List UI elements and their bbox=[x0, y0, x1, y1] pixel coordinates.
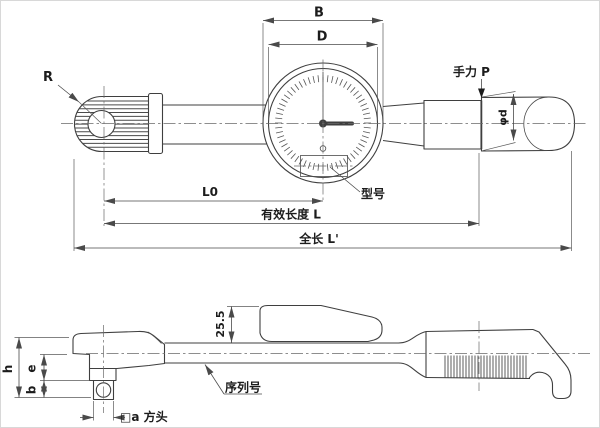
dim-square-head: □a 方头 bbox=[80, 401, 168, 424]
radius-callout: R bbox=[43, 70, 102, 124]
drive-boss bbox=[88, 367, 117, 382]
hand-force-callout: 手力 P bbox=[453, 64, 490, 98]
dim-overall-length: 全长 L' bbox=[73, 151, 572, 251]
dim-label-d: D bbox=[317, 30, 328, 45]
model-callout: 型号 bbox=[329, 166, 385, 201]
drive-head-side bbox=[72, 330, 166, 401]
beam-bottom-right bbox=[382, 139, 425, 147]
dim-L0: L0 bbox=[104, 185, 323, 204]
dial-scale-ticks bbox=[275, 75, 371, 171]
dim-label-25-5: 25.5 bbox=[214, 310, 227, 337]
beam-top-right bbox=[382, 102, 425, 108]
dim-label-b-top: B bbox=[314, 6, 324, 21]
dim-b: b bbox=[25, 380, 47, 398]
dim-label-r: R bbox=[43, 70, 53, 85]
dim-label-h: h bbox=[1, 365, 15, 374]
dim-h: h bbox=[1, 337, 91, 398]
down-arrow-icon bbox=[478, 88, 485, 98]
serial-callout: 序列号 bbox=[204, 364, 262, 395]
dial-housing-side bbox=[259, 304, 383, 343]
dim-B: B bbox=[262, 6, 384, 122]
dim-D: D bbox=[268, 30, 378, 120]
serial-label: 序列号 bbox=[225, 380, 261, 395]
model-label: 型号 bbox=[361, 186, 385, 201]
effective-length-label: 有效长度 L bbox=[261, 207, 321, 222]
overall-length-label: 全长 L' bbox=[298, 231, 339, 246]
dim-e: e bbox=[25, 354, 89, 381]
dim-label-b-side: b bbox=[25, 385, 39, 394]
dim-label-e: e bbox=[25, 364, 39, 372]
grip-knurl-lines bbox=[444, 355, 527, 378]
dim-label-phi-d: φd bbox=[497, 109, 510, 125]
grip-ferrule bbox=[423, 99, 482, 150]
handle-grip-plan bbox=[480, 96, 576, 152]
hanger-hook bbox=[528, 328, 572, 400]
drive-head-plan bbox=[73, 92, 164, 155]
dim-25-5: 25.5 bbox=[214, 306, 259, 343]
dim-phi-d: φd bbox=[481, 91, 517, 152]
square-head-label: □a 方头 bbox=[120, 409, 168, 424]
dim-label-l0: L0 bbox=[202, 185, 218, 199]
grip-end-cap bbox=[523, 96, 548, 151]
handle-grip-side bbox=[425, 328, 572, 400]
neck-bottom bbox=[398, 362, 427, 379]
side-view: 25.5 h e b □a 方头 bbox=[1, 304, 593, 424]
hand-force-label: 手力 P bbox=[453, 64, 490, 79]
neck-top bbox=[398, 330, 427, 344]
dim-effective-length: 有效长度 L bbox=[104, 153, 480, 227]
top-view: R B D 手力 P φd bbox=[43, 6, 587, 251]
